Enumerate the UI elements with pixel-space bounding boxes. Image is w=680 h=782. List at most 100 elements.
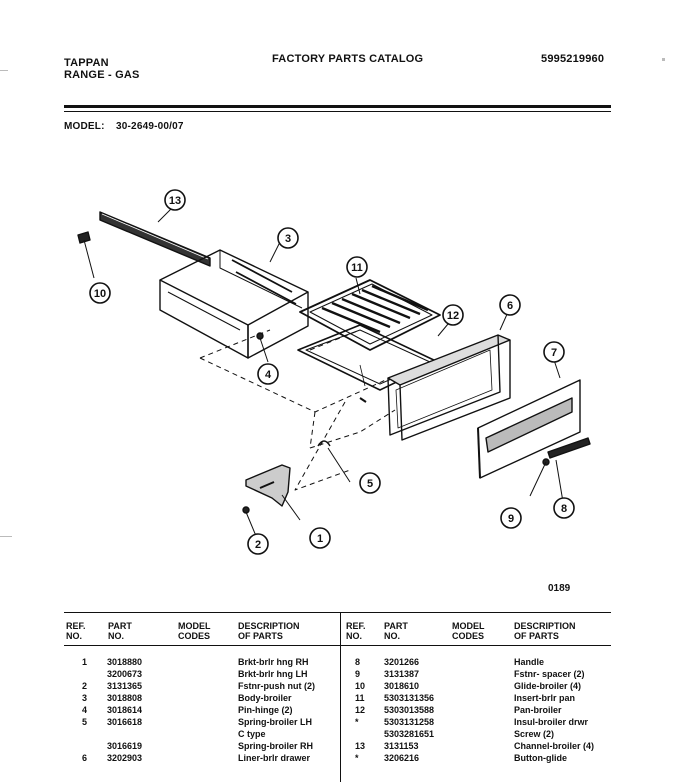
callout-number: 6 [507,300,513,312]
row-desc: Body-broiler [238,693,292,703]
row-part: 3131365 [107,681,143,691]
row-desc: Button-glide [514,753,567,763]
callout-number: 3 [285,233,291,245]
callout-8: 8 [553,497,575,519]
header-model-line2-right: CODES [452,631,485,641]
diagram-code: 0189 [548,583,571,594]
callout-5: 5 [359,472,381,494]
row-desc: Liner-brlr drawer [238,753,311,763]
row-part: 5303131356 [384,693,435,703]
model-value: 30-2649-00/07 [116,121,184,132]
callout-number: 8 [561,503,567,515]
row-part: 3018808 [107,693,143,703]
row-part: 3201266 [384,657,420,667]
header-desc-line2: OF PARTS [238,631,283,641]
row-desc: Screw (2) [514,729,555,739]
scan-mark [0,70,8,71]
callout-number: 9 [508,513,514,525]
fastener-spacer-part [529,458,550,497]
callout-number: 13 [169,195,181,207]
row-part: 3206216 [384,753,420,763]
liner-broiler-drawer-part [359,334,511,441]
row-ref: * [355,717,359,727]
callout-number: 10 [94,288,106,300]
row-desc: Handle [514,657,545,667]
row-part: 3202903 [107,753,143,763]
callout-3: 3 [277,227,299,249]
header-model-line2: CODES [178,631,211,641]
table-header-rule [64,645,611,646]
row-ref: 1 [82,657,88,667]
callout-7: 7 [543,341,565,363]
scan-mark [662,58,665,61]
spring-broiler-part [317,440,351,483]
broiler-body-part [159,249,309,359]
header-ref-line2: NO. [66,631,83,641]
row-desc: Fstnr- spacer (2) [514,669,585,679]
callout-number: 1 [317,533,323,545]
header-rule-thin [64,111,611,112]
header-part-line2-right: NO. [384,631,401,641]
header-rule-thick [64,105,611,108]
row-desc: C type [238,729,266,739]
callout-9: 9 [500,507,522,529]
row-ref: 13 [355,741,366,751]
row-desc: Fstnr-push nut (2) [238,681,315,691]
row-ref: 8 [355,657,361,667]
row-part: 5303131258 [384,717,435,727]
row-ref: 5 [82,717,88,727]
glide-broiler-part [77,231,95,279]
row-desc: Pan-broiler [514,705,562,715]
handle-part [547,437,591,459]
hinge-pin-part [256,332,269,363]
header-model-line1: MODEL [178,621,211,631]
header-model-line1-right: MODEL [452,621,485,631]
row-part: 3018610 [384,681,420,691]
row-part: 3200673 [107,669,143,679]
header-desc-line2-right: OF PARTS [514,631,559,641]
callout-4: 4 [257,363,279,385]
header-part-line2: NO. [108,631,125,641]
header-part-line1: PART [108,621,132,631]
row-part: 5303013588 [384,705,435,715]
header-desc-line1-right: DESCRIPTION [514,621,576,631]
callout-11: 11 [346,256,368,278]
callout-10: 10 [89,282,111,304]
row-desc: Spring-broiler RH [238,741,314,751]
callout-number: 2 [255,539,261,551]
row-part: 3018880 [107,657,143,667]
row-part: 5303281651 [384,729,435,739]
row-desc: Brkt-brlr hng LH [238,669,308,679]
model-label: MODEL: [64,121,105,132]
row-part: 3131387 [384,669,420,679]
callout-number: 11 [351,262,363,274]
callout-number: 7 [551,347,557,359]
row-ref: * [355,753,359,763]
header-ref-line2-right: NO. [346,631,363,641]
product-type: RANGE - GAS [64,69,140,81]
broiler-pan-part [297,324,439,391]
scan-mark [0,536,12,537]
row-desc: Channel-broiler (4) [514,741,595,751]
broiler-pan-insert-part [299,279,441,351]
callout-number: 12 [447,310,459,322]
channel-broiler-part [99,211,211,267]
push-nut-part [242,506,257,537]
row-ref: 3 [82,693,88,703]
row-desc: Brkt-brlr hng RH [238,657,309,667]
row-ref: 12 [355,705,366,715]
row-ref: 9 [355,669,361,679]
callout-2: 2 [247,533,269,555]
row-ref: 2 [82,681,88,691]
brand-name: TAPPAN [64,57,109,69]
row-part: 3016619 [107,741,143,751]
row-part: 3131153 [384,741,419,751]
row-ref: 4 [82,705,88,715]
callout-number: 5 [367,478,373,490]
row-desc: Glide-broiler (4) [514,681,582,691]
callout-number: 4 [265,369,272,381]
header-ref-line1-right: REF. [346,621,366,631]
header-ref-line1: REF. [66,621,86,631]
row-part: 3018614 [107,705,143,715]
callout-13: 13 [164,189,186,211]
